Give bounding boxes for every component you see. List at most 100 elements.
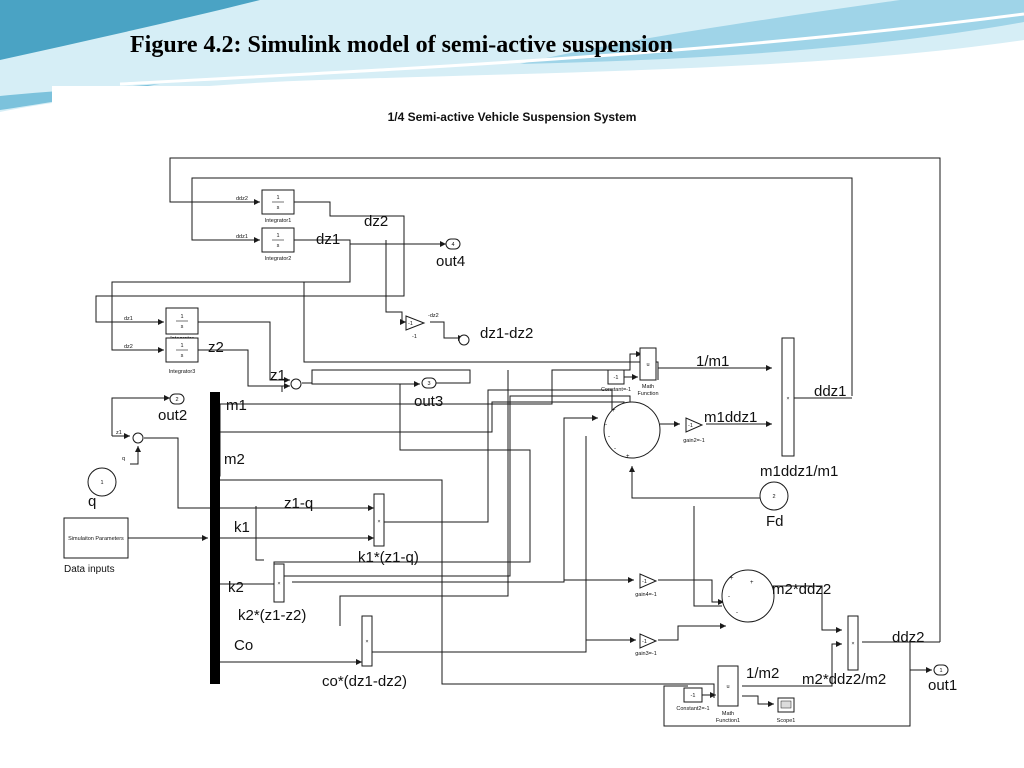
svg-text:-: -: [614, 446, 616, 452]
product-ddz1: ×: [781, 337, 795, 457]
label-dz1: dz1: [316, 231, 340, 248]
label-out1: out1: [928, 677, 957, 694]
label-dz1-dz2: dz1-dz2: [480, 325, 533, 342]
sum-z1-q: [132, 432, 144, 444]
product-ddz2: ×: [847, 615, 859, 671]
gain4-val: -1: [642, 579, 647, 585]
label-ddz1: ddz1: [814, 383, 847, 400]
dz2-input-label: dz2: [124, 344, 133, 350]
wave-white-line: [119, 12, 1024, 86]
constant-label: Constant=-1: [601, 387, 631, 393]
constant-block: -1 Constant=-1: [601, 369, 631, 393]
constant2-val: -1: [691, 693, 696, 699]
integrator2-block: 1 s Integrator2: [261, 227, 295, 262]
gain3-label: gain3=-1: [635, 651, 657, 657]
fd-inport: 2: [759, 481, 789, 511]
integrator1-den: s: [277, 205, 280, 211]
svg-text:-: -: [728, 594, 730, 600]
svg-text:-: -: [605, 422, 607, 428]
gain3-val: -1: [642, 639, 647, 645]
constant-val: -1: [614, 375, 619, 381]
wave-dark: [0, 0, 260, 60]
ddz2-input-label: ddz2: [236, 196, 248, 202]
ddz1-input-label: ddz1: [236, 234, 248, 240]
out2-port: 2: [169, 393, 185, 405]
out1-port-num: 1: [939, 668, 942, 674]
diagram-title: 1/4 Semi-active Vehicle Suspension Syste…: [388, 110, 637, 124]
slide-title: Figure 4.2: Simulink model of semi-activ…: [130, 32, 673, 58]
integrator2-den: s: [277, 243, 280, 249]
data-bus-bar: [210, 392, 220, 684]
integrator3-den: s: [181, 353, 184, 359]
label-co: Co: [234, 637, 253, 654]
q-inport: 1: [87, 467, 117, 497]
svg-text:+: +: [750, 580, 754, 586]
label-k2-term: k2*(z1-z2): [238, 607, 306, 624]
out4-port-num: 4: [451, 242, 454, 248]
q-input-label: q: [122, 456, 125, 462]
label-q: q: [88, 493, 96, 510]
simulation-parameters-block: Simulaiton Parameters: [63, 517, 129, 559]
label-m2-ddz2: m2*ddz2: [772, 581, 831, 598]
out2-port-num: 2: [175, 397, 178, 403]
z1-input-label: z1: [116, 430, 122, 436]
dz1-input-label: dz1: [124, 316, 133, 322]
gain2-label: gain2=-1: [683, 438, 705, 444]
integrator2-num: 1: [276, 233, 279, 239]
label-k1-term: k1*(z1-q): [358, 549, 419, 566]
label-m1ddz1-m1: m1ddz1/m1: [760, 463, 838, 480]
math-function1-label1: Math: [722, 711, 734, 717]
integrator3-block: 1 s Integrator3: [165, 337, 199, 375]
product-ddz1-sym: ×: [786, 396, 789, 402]
label-out2: out2: [158, 407, 187, 424]
label-m1: m1: [226, 397, 247, 414]
gain4-label: gain4=-1: [635, 592, 657, 598]
gain-dz2-val: -1: [408, 321, 413, 327]
math-function-block: u Math Function: [637, 347, 659, 397]
svg-text:-: -: [608, 434, 610, 440]
fd-inport-num: 2: [772, 494, 775, 500]
sum-m2ddz2: + - - +: [721, 569, 775, 623]
product-k1-sym: ×: [377, 519, 380, 525]
gain3-block: -1 gain3=-1: [635, 633, 658, 657]
gain-dz2-block: -1 -dz2 -1: [405, 313, 439, 340]
label-z1-q: z1-q: [284, 495, 313, 512]
gain-dz2-label: -dz2: [428, 313, 439, 319]
label-ddz2: ddz2: [892, 629, 925, 646]
gain4-block: -1 gain4=-1: [635, 573, 658, 598]
product-k1: ×: [373, 493, 385, 547]
math-function1-label2: Function1: [716, 718, 740, 724]
sum-dz1-dz2: [458, 334, 470, 346]
wave-mid: [380, 0, 1024, 64]
integrator3-label: Integrator3: [169, 369, 196, 375]
sum-m1ddz1: + - - - +: [603, 401, 661, 460]
math-function-u: u: [646, 362, 649, 368]
sim-params-label: Simulaiton Parameters: [68, 536, 124, 542]
integrator-num: 1: [180, 314, 183, 320]
svg-text:+: +: [730, 576, 734, 582]
label-out4: out4: [436, 253, 465, 270]
q-inport-num: 1: [100, 480, 103, 486]
math-function-label1: Math: [642, 384, 654, 390]
label-fd: Fd: [766, 513, 784, 530]
label-z2: z2: [208, 339, 224, 356]
gain2-val: -1: [688, 423, 693, 429]
label-inv-m2: 1/m2: [746, 665, 779, 682]
integrator1-block: 1 s Integrator1: [261, 189, 295, 224]
label-z1: z1: [270, 367, 286, 384]
gain-dz2-sub: -1: [412, 334, 417, 340]
simulink-diagram: 1/4 Semi-active Vehicle Suspension Syste…: [52, 86, 992, 742]
scope1-label: Scope1: [777, 718, 796, 724]
constant2-block: -1 Constant2=-1: [676, 687, 710, 712]
label-inv-m1: 1/m1: [696, 353, 729, 370]
product-ddz2-sym: ×: [851, 641, 854, 647]
product-co-sym: ×: [365, 639, 368, 645]
integrator2-label: Integrator2: [265, 256, 292, 262]
gain2-block: -1 gain2=-1: [683, 417, 705, 444]
out1-port: 1: [933, 664, 949, 676]
label-m2: m2: [224, 451, 245, 468]
integrator-block: 1 s Integrator: [165, 307, 199, 342]
label-m1ddz1: m1ddz1: [704, 409, 757, 426]
product-k2: ×: [273, 563, 285, 603]
integrator1-num: 1: [276, 195, 279, 201]
